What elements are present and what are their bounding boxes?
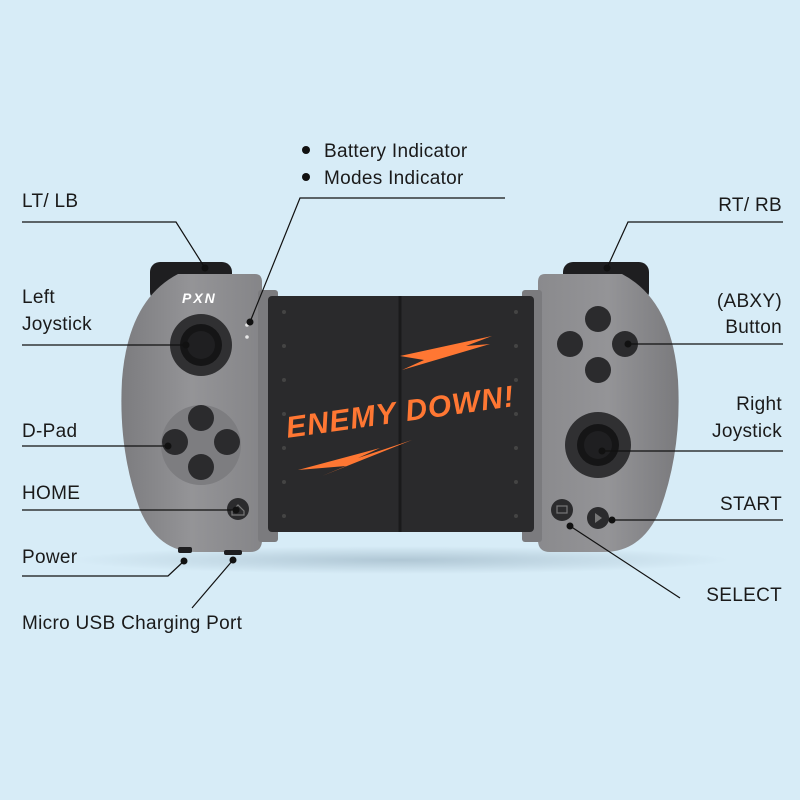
- modes-indicator-text: Modes Indicator: [324, 168, 464, 189]
- callout-micro-usb: [191, 559, 234, 609]
- bullet-dot-icon: [302, 145, 310, 154]
- left-joystick-cap: [187, 331, 215, 359]
- home-icon: [231, 504, 245, 516]
- select-icon: [556, 505, 568, 514]
- pxn-logo: PXN: [182, 290, 217, 306]
- label-left-joystick-line2: Joystick: [22, 314, 92, 335]
- callout-dots: [164, 264, 632, 565]
- bullet-dot-icon: [302, 172, 310, 181]
- dpad-down[interactable]: [188, 454, 214, 480]
- label-dpad: D-Pad: [22, 421, 78, 442]
- callout-power: [22, 560, 185, 577]
- label-power: Power: [22, 547, 78, 568]
- callout-select: [569, 525, 681, 599]
- label-abxy-line2: Button: [725, 317, 782, 338]
- label-home: HOME: [22, 483, 81, 504]
- label-left-joystick-line1: Left: [22, 287, 55, 308]
- callout-lt-lb: [22, 221, 206, 269]
- lightning-bolt-bottom: [298, 440, 412, 476]
- label-rt-rb: RT/ RB: [718, 195, 782, 216]
- label-lt-lb: LT/ LB: [22, 191, 79, 212]
- dpad-up[interactable]: [188, 405, 214, 431]
- dpad-right[interactable]: [214, 429, 240, 455]
- lightning-bolt-top: [400, 336, 492, 370]
- battery-indicator-label: Battery Indicator: [302, 140, 467, 164]
- button-x[interactable]: [557, 331, 583, 357]
- battery-indicator-text: Battery Indicator: [324, 141, 468, 162]
- modes-indicator-led: [245, 335, 249, 339]
- callout-indicators: [249, 197, 505, 323]
- callout-lines: [22, 197, 783, 609]
- modes-indicator-label: Modes Indicator: [302, 167, 464, 191]
- dpad-plate: [161, 405, 241, 485]
- label-select: SELECT: [706, 585, 782, 606]
- button-a[interactable]: [585, 357, 611, 383]
- right-joystick-cap: [584, 431, 612, 459]
- select-button[interactable]: [551, 499, 573, 521]
- label-micro-usb: Micro USB Charging Port: [22, 613, 243, 634]
- micro-usb-port: [224, 550, 242, 555]
- label-abxy-line1: (ABXY): [716, 291, 782, 312]
- floor-shadow: [70, 546, 730, 574]
- label-right-joystick-line1: Right: [736, 394, 782, 415]
- holder-rail-dots: [282, 310, 518, 518]
- label-right-joystick-line2: Joystick: [712, 421, 782, 442]
- dpad-left[interactable]: [162, 429, 188, 455]
- label-start: START: [719, 494, 782, 515]
- callout-rt-rb: [606, 221, 783, 269]
- power-switch[interactable]: [178, 547, 192, 553]
- button-y[interactable]: [585, 306, 611, 332]
- start-icon: [595, 513, 602, 523]
